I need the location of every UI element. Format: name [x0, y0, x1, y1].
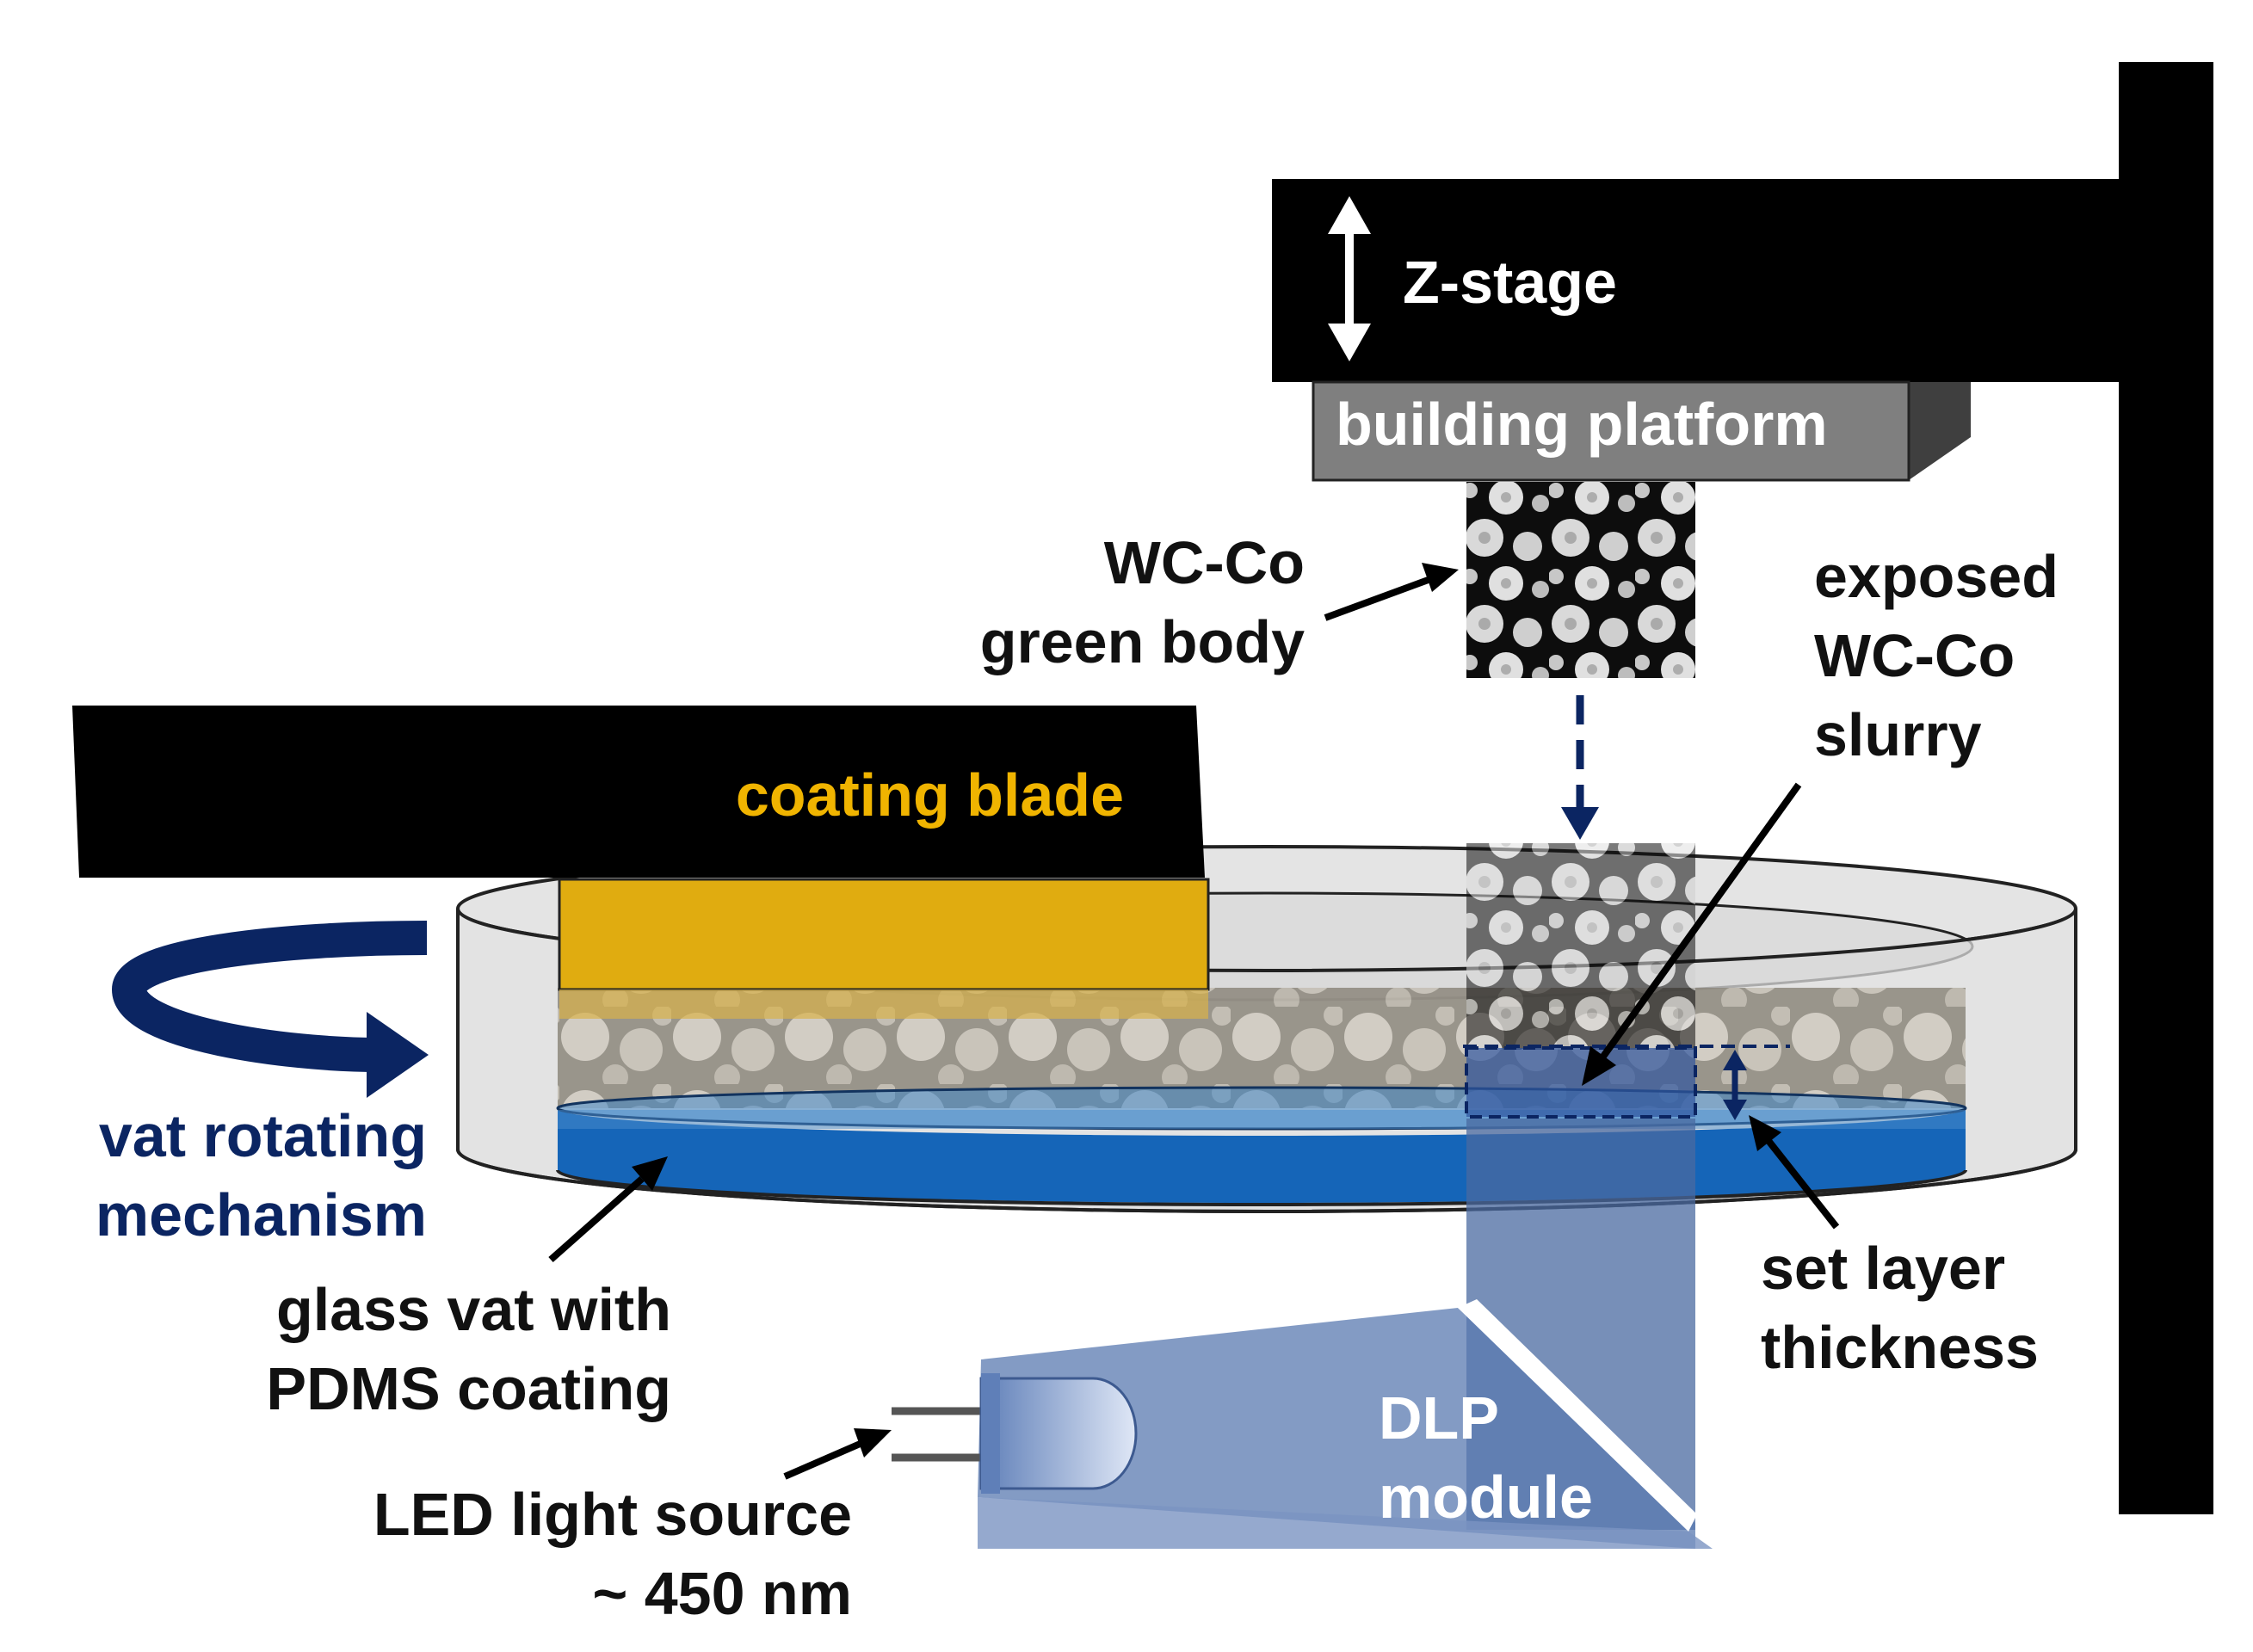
- coating-blade-label: coating blade: [736, 761, 1124, 829]
- led-pointer: [783, 1428, 892, 1480]
- set-layer-pointer: [1749, 1115, 1840, 1230]
- glass-vat-pointer: [548, 1156, 668, 1262]
- vat-rotating-label-line2: mechanism: [96, 1181, 427, 1248]
- exposed-label-line3: slurry: [1814, 701, 1982, 768]
- dlp-base: [978, 1497, 1713, 1549]
- vat-rotating-label-line1: vat rotating: [99, 1102, 427, 1169]
- z-stage-arm: [1272, 179, 2133, 382]
- dlp-label-line1: DLP: [1379, 1384, 1499, 1452]
- dlp-label-line2: module: [1379, 1464, 1593, 1531]
- led-label-line2: ~ 450 nm: [592, 1560, 852, 1627]
- dlp-module: [978, 1308, 1695, 1549]
- exposed-slurry-column: [1466, 843, 1695, 1050]
- glass-vat-label-line2: PDMS coating: [266, 1355, 671, 1422]
- coating-blade: [558, 878, 1210, 991]
- building-platform-label: building platform: [1336, 391, 1828, 458]
- platform-side: [1909, 382, 1971, 480]
- layer-thickness-arrow-icon: [1723, 1050, 1747, 1120]
- dlp-mirror: [1458, 1299, 1697, 1532]
- dashed-down-arrow-icon: [1561, 695, 1599, 840]
- set-layer-label-line2: thickness: [1761, 1314, 2039, 1381]
- led-bulb-icon: [892, 1373, 1138, 1494]
- glass-vat-label-line1: glass vat with: [276, 1276, 671, 1343]
- green-body: [1466, 482, 1695, 678]
- double-vertical-arrow-icon: [1328, 196, 1371, 361]
- exposed-label-line2: WC-Co: [1814, 622, 2015, 689]
- coating-blade-edge: [559, 989, 1208, 1019]
- set-layer-label-line1: set layer: [1761, 1235, 2005, 1302]
- green-body-pointer: [1324, 563, 1459, 621]
- coating-blade-arm: [72, 706, 1205, 878]
- green-body-label-line2: green body: [980, 608, 1305, 675]
- building-platform: [1312, 380, 1910, 482]
- green-body-label-line1: WC-Co: [1104, 529, 1305, 596]
- vat-bottom: [556, 1169, 1967, 1206]
- vat-front-rim: [456, 1149, 2077, 1213]
- curved-rotation-arrow-icon: [111, 921, 429, 1098]
- exposed-slurry-pointer: [1582, 782, 1802, 1086]
- z-stage-label: Z-stage: [1403, 249, 1617, 316]
- frame-column: [2119, 62, 2213, 1514]
- exposed-label-line1: exposed: [1814, 543, 2059, 610]
- led-label-line1: LED light source: [373, 1481, 852, 1548]
- exposed-layer-region: [1466, 1048, 1695, 1117]
